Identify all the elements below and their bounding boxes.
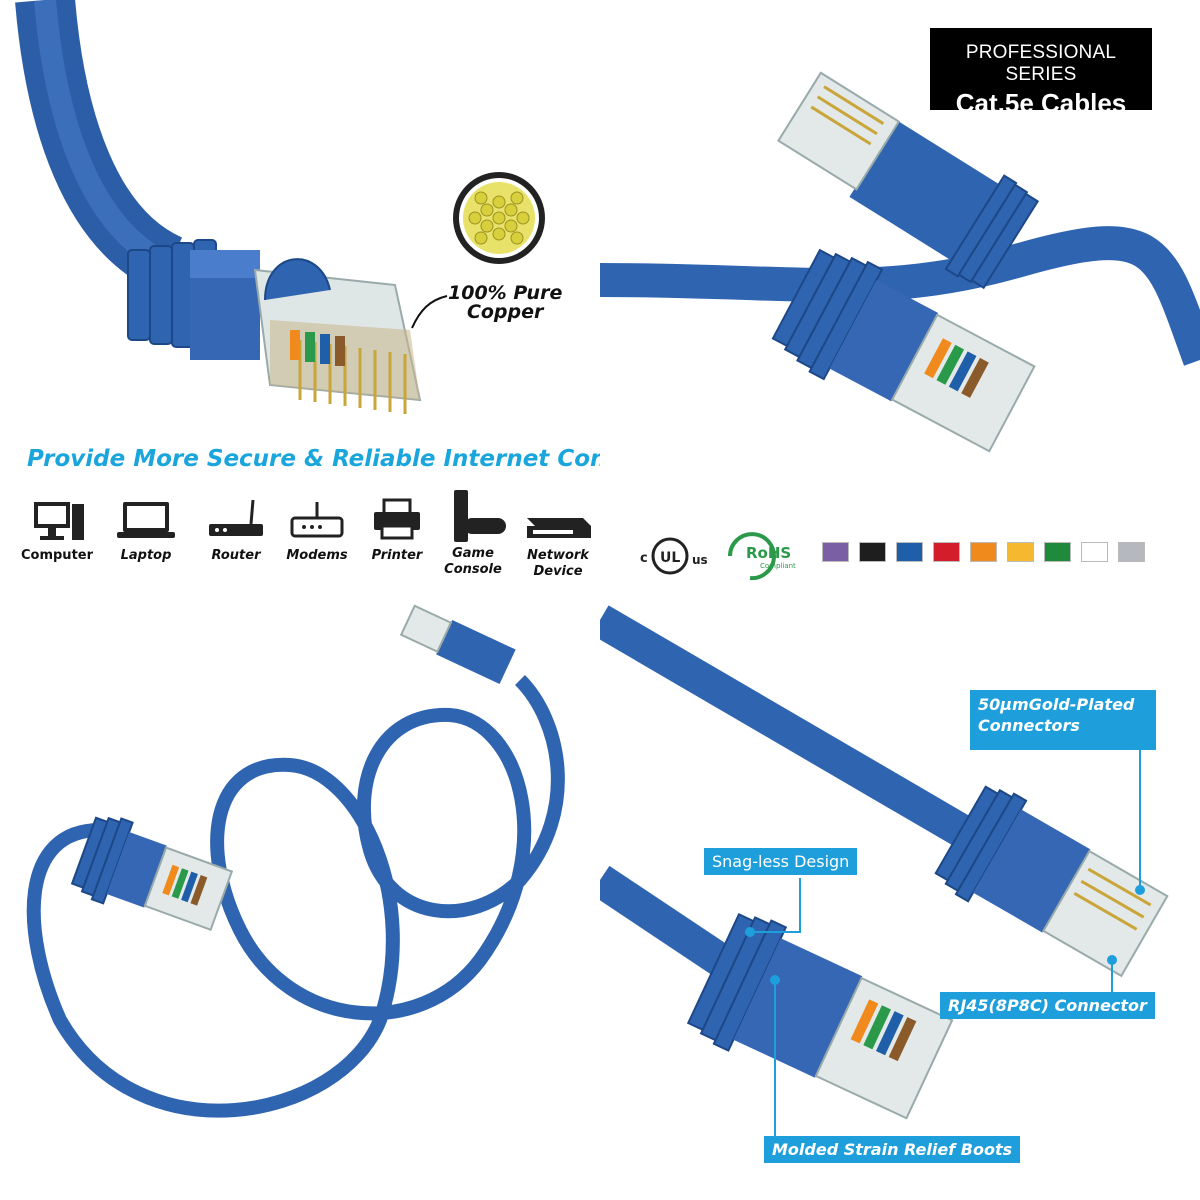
device-printer: Printer	[352, 490, 442, 564]
device-laptop: Laptop	[101, 490, 191, 564]
copper-label: 100% Pure Copper	[448, 284, 562, 322]
svg-text:c: c	[640, 551, 648, 566]
device-router: Router	[191, 490, 281, 564]
color-swatch	[1044, 542, 1071, 562]
panel-color-options: UL c us RoHS Compliant PROFESSIONAL SERI…	[600, 0, 1200, 600]
copper-label-line1: 100% Pure	[448, 282, 563, 304]
cable-closeup-illustration	[15, 0, 545, 414]
laptop-icon	[117, 502, 175, 538]
color-swatch	[970, 542, 997, 562]
copper-label-line2: Copper	[466, 301, 544, 323]
color-swatch	[822, 542, 849, 562]
callout-gold-plated-line1: 50µmGold-Plated	[978, 695, 1135, 714]
device-computer: Computer	[12, 490, 102, 564]
feature-callout-illustration	[600, 605, 1169, 1150]
computer-icon	[34, 502, 84, 540]
color-swatch	[896, 542, 923, 562]
device-label: Laptop	[120, 548, 172, 563]
coiled-cable-illustration	[26, 604, 565, 1118]
device-label: Router	[211, 548, 261, 563]
svg-text:UL: UL	[660, 550, 680, 566]
game-console-icon	[454, 490, 506, 542]
callout-boots: Molded Strain Relief Boots	[764, 1136, 1021, 1163]
modem-icon	[290, 502, 344, 538]
device-label: Printer	[371, 548, 423, 563]
two-connectors-illustration: UL c us RoHS Compliant	[600, 71, 1200, 581]
device-game-console: Game Console	[428, 488, 518, 578]
panel-copper-connector: 100% Pure Copper Provide More Secure & R…	[0, 0, 600, 600]
device-label: Modems	[286, 548, 348, 563]
svg-text:Compliant: Compliant	[760, 562, 796, 570]
device-modems: Modems	[272, 490, 362, 564]
rohs-icon	[728, 532, 776, 581]
device-label-line2: Console	[444, 562, 502, 577]
callout-rj45: RJ45(8P8C) Connector	[940, 992, 1155, 1019]
printer-icon	[374, 498, 420, 540]
panel-features: 50µmGold-Plated Connectors Snag-less Des…	[600, 600, 1200, 1200]
device-label: Computer	[20, 548, 94, 563]
router-icon	[209, 499, 263, 536]
svg-text:us: us	[692, 553, 708, 567]
badge-line1: PROFESSIONAL SERIES	[965, 42, 1117, 85]
badge-line2: Cat.5e Cables	[955, 88, 1127, 118]
device-label-line1: Game	[452, 546, 494, 561]
headline: Provide More Secure & Reliable Internet …	[27, 446, 600, 472]
device-label-line2: Device	[533, 564, 583, 579]
svg-text:RoHS: RoHS	[746, 544, 791, 562]
network-device-icon	[527, 518, 591, 538]
device-label-line1: Network	[527, 548, 589, 563]
ul-mark-icon	[651, 537, 689, 575]
color-swatch	[859, 542, 886, 562]
color-swatch	[1118, 542, 1145, 562]
callout-snagless: Snag-less Design	[704, 848, 858, 875]
device-network: Network Device	[513, 490, 600, 580]
callout-gold-plated: 50µmGold-Plated Connectors	[970, 690, 1156, 750]
color-swatch	[1081, 542, 1108, 562]
color-swatch	[933, 542, 960, 562]
callout-gold-plated-line2: Connectors	[978, 716, 1080, 735]
color-swatch	[1007, 542, 1034, 562]
series-badge: PROFESSIONAL SERIES Cat.5e Cables	[930, 28, 1152, 118]
panel-coiled-cable	[0, 600, 600, 1200]
